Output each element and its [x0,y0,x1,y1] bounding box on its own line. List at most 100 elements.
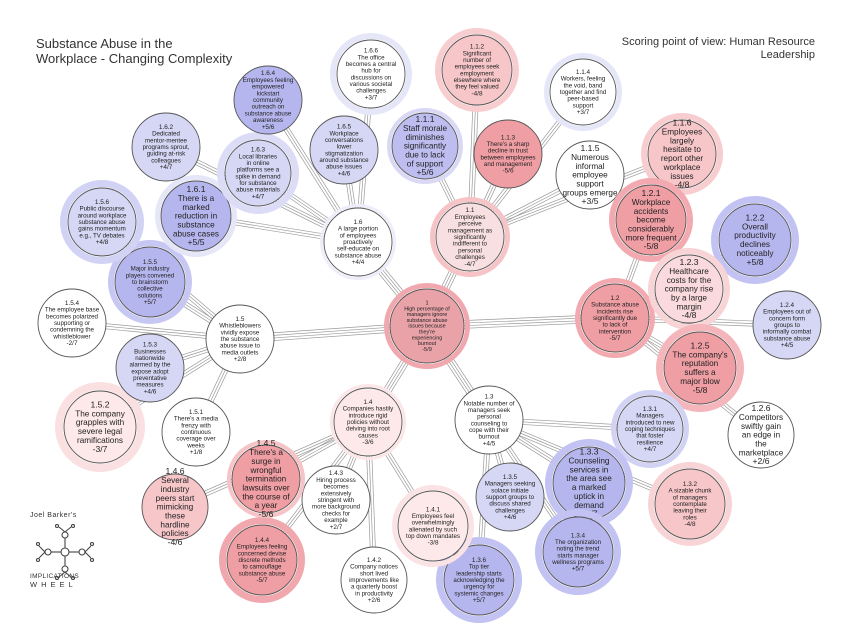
node-id: 1.2.5 [690,341,709,351]
node-score: +2/6 [753,456,770,466]
node-id: 1.6 [354,219,363,226]
node-circle [205,304,275,374]
node-score: +5/5 [188,237,205,247]
brand-product-sub: WHEEL [30,580,77,589]
node-score: +5/6 [262,124,275,131]
node-halo [60,180,144,264]
node-id: 1.1 [466,207,475,214]
node-halo [656,324,744,412]
node-id: 1.1.1 [415,114,434,124]
node-id: 1.3 [485,394,494,401]
node-score: -3/6 [362,439,373,446]
brand-author: Joel Barker's [30,512,77,519]
node-circle [67,187,137,257]
node-score: -3/7 [93,444,108,454]
scoring-point-of-view: Scoring point of view: Human Resource Le… [621,36,815,61]
node-id: 1.5 [236,316,245,323]
node-circle [397,490,469,562]
node-id: 1.4.6 [165,466,184,476]
node-circle [114,246,186,318]
node-id: 1 [425,300,428,306]
node-score: +3/7 [577,109,590,116]
node-circle [340,546,408,614]
node-score: +4/6 [504,514,517,521]
node-circle [333,387,403,457]
node-halo [430,197,510,277]
node-id: 1.6.3 [251,147,266,154]
node-id: 1.5.5 [143,259,158,266]
node-halo [55,382,145,472]
node-id: 1.3.2 [683,481,698,488]
node-halo [392,485,474,567]
node-id: 1.6.4 [261,70,276,77]
node-id: 1.4.3 [329,470,344,477]
node-halo [320,204,396,280]
node-id: 1.3.5 [503,474,518,481]
node-circle [654,254,724,324]
node-score: -4/8 [684,521,695,528]
node-id: 1.3.1 [643,406,658,413]
node-score: +4/7 [644,446,657,453]
node-circle [115,333,185,403]
node-halo [611,390,689,468]
node-circle [336,39,406,109]
node-score: +4/8 [96,239,109,246]
node-circle [161,397,231,467]
